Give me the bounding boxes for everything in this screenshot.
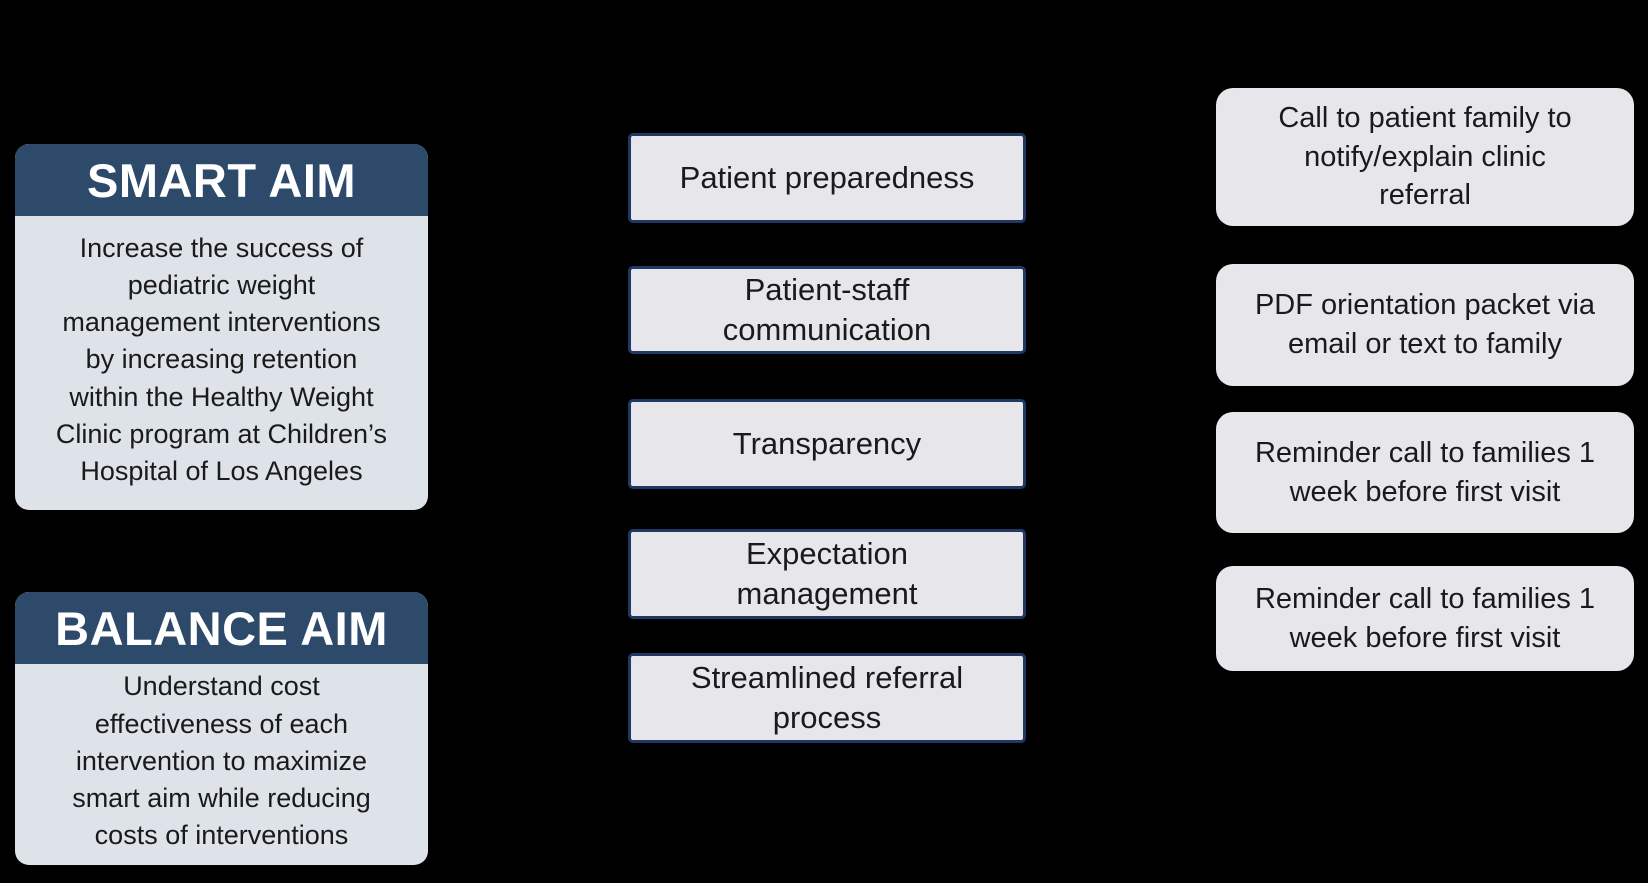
driver-label: Streamlined referral process [690,659,964,735]
intervention-label: Reminder call to families 1 week before … [1254,582,1596,654]
intervention-box-reminder-call-2: Reminder call to families 1 week before … [1216,566,1634,671]
driver-label: Patient preparedness [679,159,975,195]
intervention-box-reminder-call-1: Reminder call to families 1 week before … [1216,412,1634,533]
intervention-label: PDF orientation packet via email or text… [1254,289,1596,360]
intervention-label: Call to patient family to notify/explain… [1278,102,1572,212]
smart-aim-body: Increase the success of pediatric weight… [15,216,428,510]
balance-aim-card: BALANCE AIM Understand cost effectivenes… [15,592,428,865]
balance-aim-text: Understand cost effectiveness of each in… [72,671,371,851]
driver-label: Patient-staff communication [722,271,932,347]
driver-box-patient-staff-communication: Patient-staff communication [628,266,1026,354]
smart-aim-text: Increase the success of pediatric weight… [55,232,388,487]
intervention-box-call-to-family: Call to patient family to notify/explain… [1216,88,1634,226]
driver-box-transparency: Transparency [628,399,1026,489]
driver-label: Transparency [732,425,922,461]
smart-aim-title: SMART AIM [86,153,357,207]
balance-aim-title: BALANCE AIM [55,601,388,655]
driver-box-streamlined-referral-process: Streamlined referral process [628,653,1026,743]
smart-aim-card: SMART AIM Increase the success of pediat… [15,144,428,510]
driver-label: Expectation management [736,535,918,611]
balance-aim-header: BALANCE AIM [15,592,428,664]
driver-box-expectation-management: Expectation management [628,529,1026,619]
driver-box-patient-preparedness: Patient preparedness [628,133,1026,223]
balance-aim-body: Understand cost effectiveness of each in… [15,664,428,865]
intervention-label: Reminder call to families 1 week before … [1254,436,1596,508]
intervention-box-pdf-orientation-packet: PDF orientation packet via email or text… [1216,264,1634,386]
smart-aim-header: SMART AIM [15,144,428,216]
